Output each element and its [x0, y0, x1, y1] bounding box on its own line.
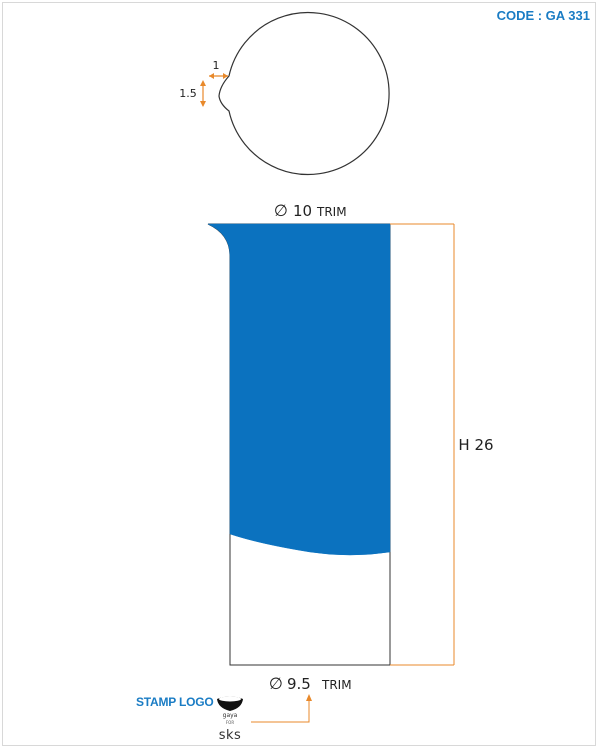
stamp-logo-label: STAMP LOGO: [136, 695, 214, 709]
notch-width-dimension: [209, 73, 228, 79]
top-diameter-value: 10: [293, 202, 312, 220]
height-dimension: [390, 223, 455, 666]
top-view-outline: [218, 11, 390, 176]
stamp-logo: gaya FOR sks: [210, 690, 250, 746]
diameter-symbol: ∅: [269, 674, 283, 693]
bottom-diameter-label: ∅ 9.5 TRIM: [269, 674, 352, 693]
product-code: CODE : GA 331: [496, 8, 590, 23]
notch-height-label: 1.5: [179, 87, 197, 100]
diameter-symbol: ∅: [274, 201, 288, 220]
bottom-diameter-value: 9.5: [287, 675, 311, 693]
bowl-logo-icon: [217, 696, 243, 711]
notch-width-label: 1: [213, 59, 220, 72]
logo-client-text: sks: [218, 728, 242, 743]
liquid-fill: [207, 223, 391, 556]
stamp-leader-line: [251, 694, 312, 723]
height-label: H 26: [458, 436, 493, 454]
logo-for-text: FOR: [225, 720, 235, 725]
bottom-diameter-suffix: TRIM: [321, 678, 352, 692]
top-diameter-suffix: TRIM: [316, 205, 347, 219]
top-diameter-label: ∅ 10 TRIM: [274, 201, 347, 220]
logo-brand-text: gaya: [222, 712, 238, 719]
notch-height-dimension: [200, 80, 206, 107]
